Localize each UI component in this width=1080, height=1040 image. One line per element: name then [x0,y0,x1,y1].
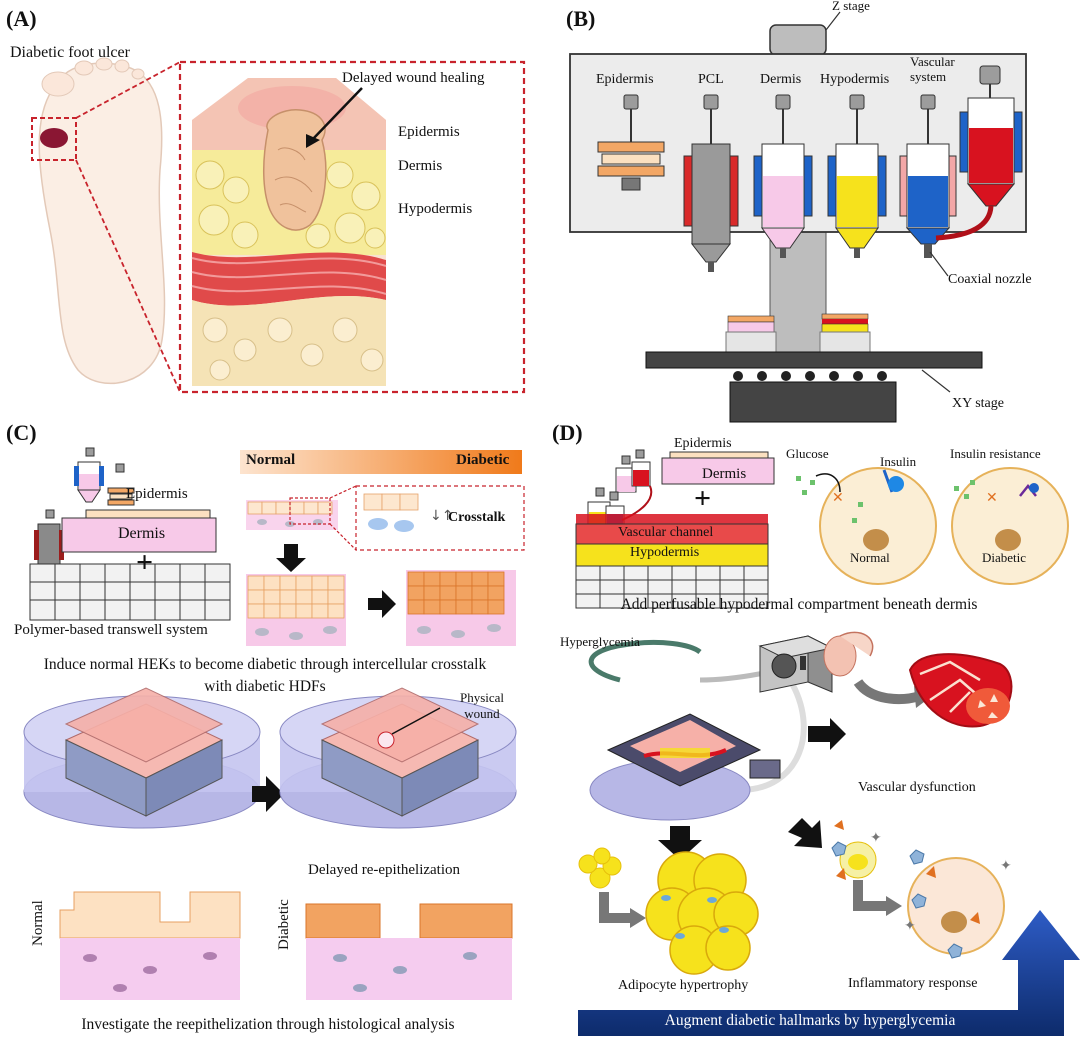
printed-construct-1 [725,315,777,353]
gradient-diabetic-label: Diabetic [456,452,510,468]
stratified-tissue-normal [246,574,346,646]
glucose-label: Glucose [786,446,829,461]
histology-normal [59,891,241,1000]
delayed-reepithelization-label: Delayed re-epithelization [308,862,461,878]
cartridge-label-epidermis: Epidermis [596,72,654,87]
svg-text:✕: ✕ [986,490,998,506]
induce-caption: Induce normal HEKs to become diabetic th… [43,656,487,695]
dermis-block [61,517,217,553]
printed-construct-2 [819,313,871,353]
cell-diabetic-label: Diabetic [982,550,1027,565]
panel-c-illustration: ↓↑ [23,447,525,1000]
svg-text:✕: ✕ [832,490,844,506]
svg-text:↓↑: ↓↑ [430,508,453,524]
layer-epidermis-label: Epidermis [398,124,460,140]
svg-text:✦: ✦ [1000,858,1012,874]
panel-d-illustration: ✕ ✕ [575,449,1080,1036]
panel-c-label: (C) [6,420,37,445]
d-epidermis-label: Epidermis [674,436,732,451]
layer-dermis-label: Dermis [398,158,443,174]
c-plus-sign: + [136,546,154,579]
c-dermis-label: Dermis [118,525,166,542]
c-epidermis-label: Epidermis [126,486,188,502]
cell-diabetic: ✕ [951,467,1069,585]
cartridge-label-vascular: Vascular system [910,54,955,84]
cell-normal-label: Normal [850,550,890,565]
perfusion-pump [758,635,834,693]
panel-a-label: (A) [6,6,37,31]
cartridge-pcl [683,94,739,272]
cartridge-dermis [753,94,813,258]
perfusion-bioreactor [588,639,811,821]
d-dermis-label: Dermis [702,466,747,482]
investigate-caption: Investigate the reepithelization through… [81,1016,455,1033]
cartridge-hypodermis [827,94,887,258]
cartridge-epidermis [597,94,665,191]
panel-b-label: (B) [566,6,596,31]
wound-marker [377,731,395,749]
hyperglycemia-label: Hyperglycemia [560,634,640,649]
ulcer-box [31,117,77,161]
xy-stage-label: XY stage [952,396,1004,411]
augment-arrow [578,910,1080,1036]
adipocytes-small [578,847,622,889]
inflammatory-response-label: Inflammatory response [848,976,978,991]
crosstalk-label: Crosstalk [448,510,506,525]
insulin-resistance-label: Insulin resistance [950,446,1041,461]
panel-d-label: (D) [552,420,583,445]
inflammation-cells: ✦ ✦ ✦ [831,820,1012,959]
adipocyte-hypertrophy-label: Adipocyte hypertrophy [618,978,749,993]
vascular-channel-label: Vascular channel [618,525,714,540]
coaxial-nozzle-label: Coaxial nozzle [948,272,1032,287]
ulcer-spot [40,128,68,148]
cell-normal: ✕ [796,467,937,585]
d-plus-sign: + [694,482,712,515]
histology-diabetic [305,903,513,1000]
histology-normal-label: Normal [30,900,46,946]
add-hypodermal-caption: Add perfusable hypodermal compartment be… [620,596,978,613]
vascular-dysfunction-label: Vascular dysfunction [858,780,976,795]
panel-a-title: Diabetic foot ulcer [10,44,130,61]
reservoir-vascular-system [935,65,1023,241]
cartridge-label-pcl: PCL [698,72,724,87]
wound-healing-callout: Delayed wound healing [342,70,485,86]
augment-caption: Augment diabetic hallmarks by hyperglyce… [664,1012,956,1029]
xy-stage-plate [645,351,983,369]
z-stage-label: Z stage [832,0,870,13]
normal-diabetic-gradient [240,450,522,474]
insulin-label: Insulin [880,454,917,469]
foot-outline [38,62,166,385]
gradient-normal-label: Normal [246,452,296,468]
physical-wound-label: Physical wound [459,690,505,721]
cartridge-label-hypodermis: Hypodermis [820,72,890,87]
layer-hypodermis-label: Hypodermis [398,201,473,217]
transwell-label: Polymer-based transwell system [14,622,208,638]
adipocytes-hypertrophic [645,851,759,975]
svg-text:✦: ✦ [904,918,916,934]
cartridge-label-dermis: Dermis [760,72,802,87]
cylinder-construct-1 [23,687,261,829]
stratified-tissue-diabetic [406,570,516,646]
d-dermis-block [661,457,775,485]
vessel-dysfunction [823,631,1013,728]
d-hypodermis-label: Hypodermis [630,545,700,560]
cylinder-construct-2 [279,687,517,829]
bioprinter-illustration [569,11,1027,423]
histology-diabetic-label: Diabetic [276,899,292,950]
svg-text:✦: ✦ [870,830,882,846]
panel-a-illustration [31,57,526,394]
cartridge-vascular [899,94,957,258]
